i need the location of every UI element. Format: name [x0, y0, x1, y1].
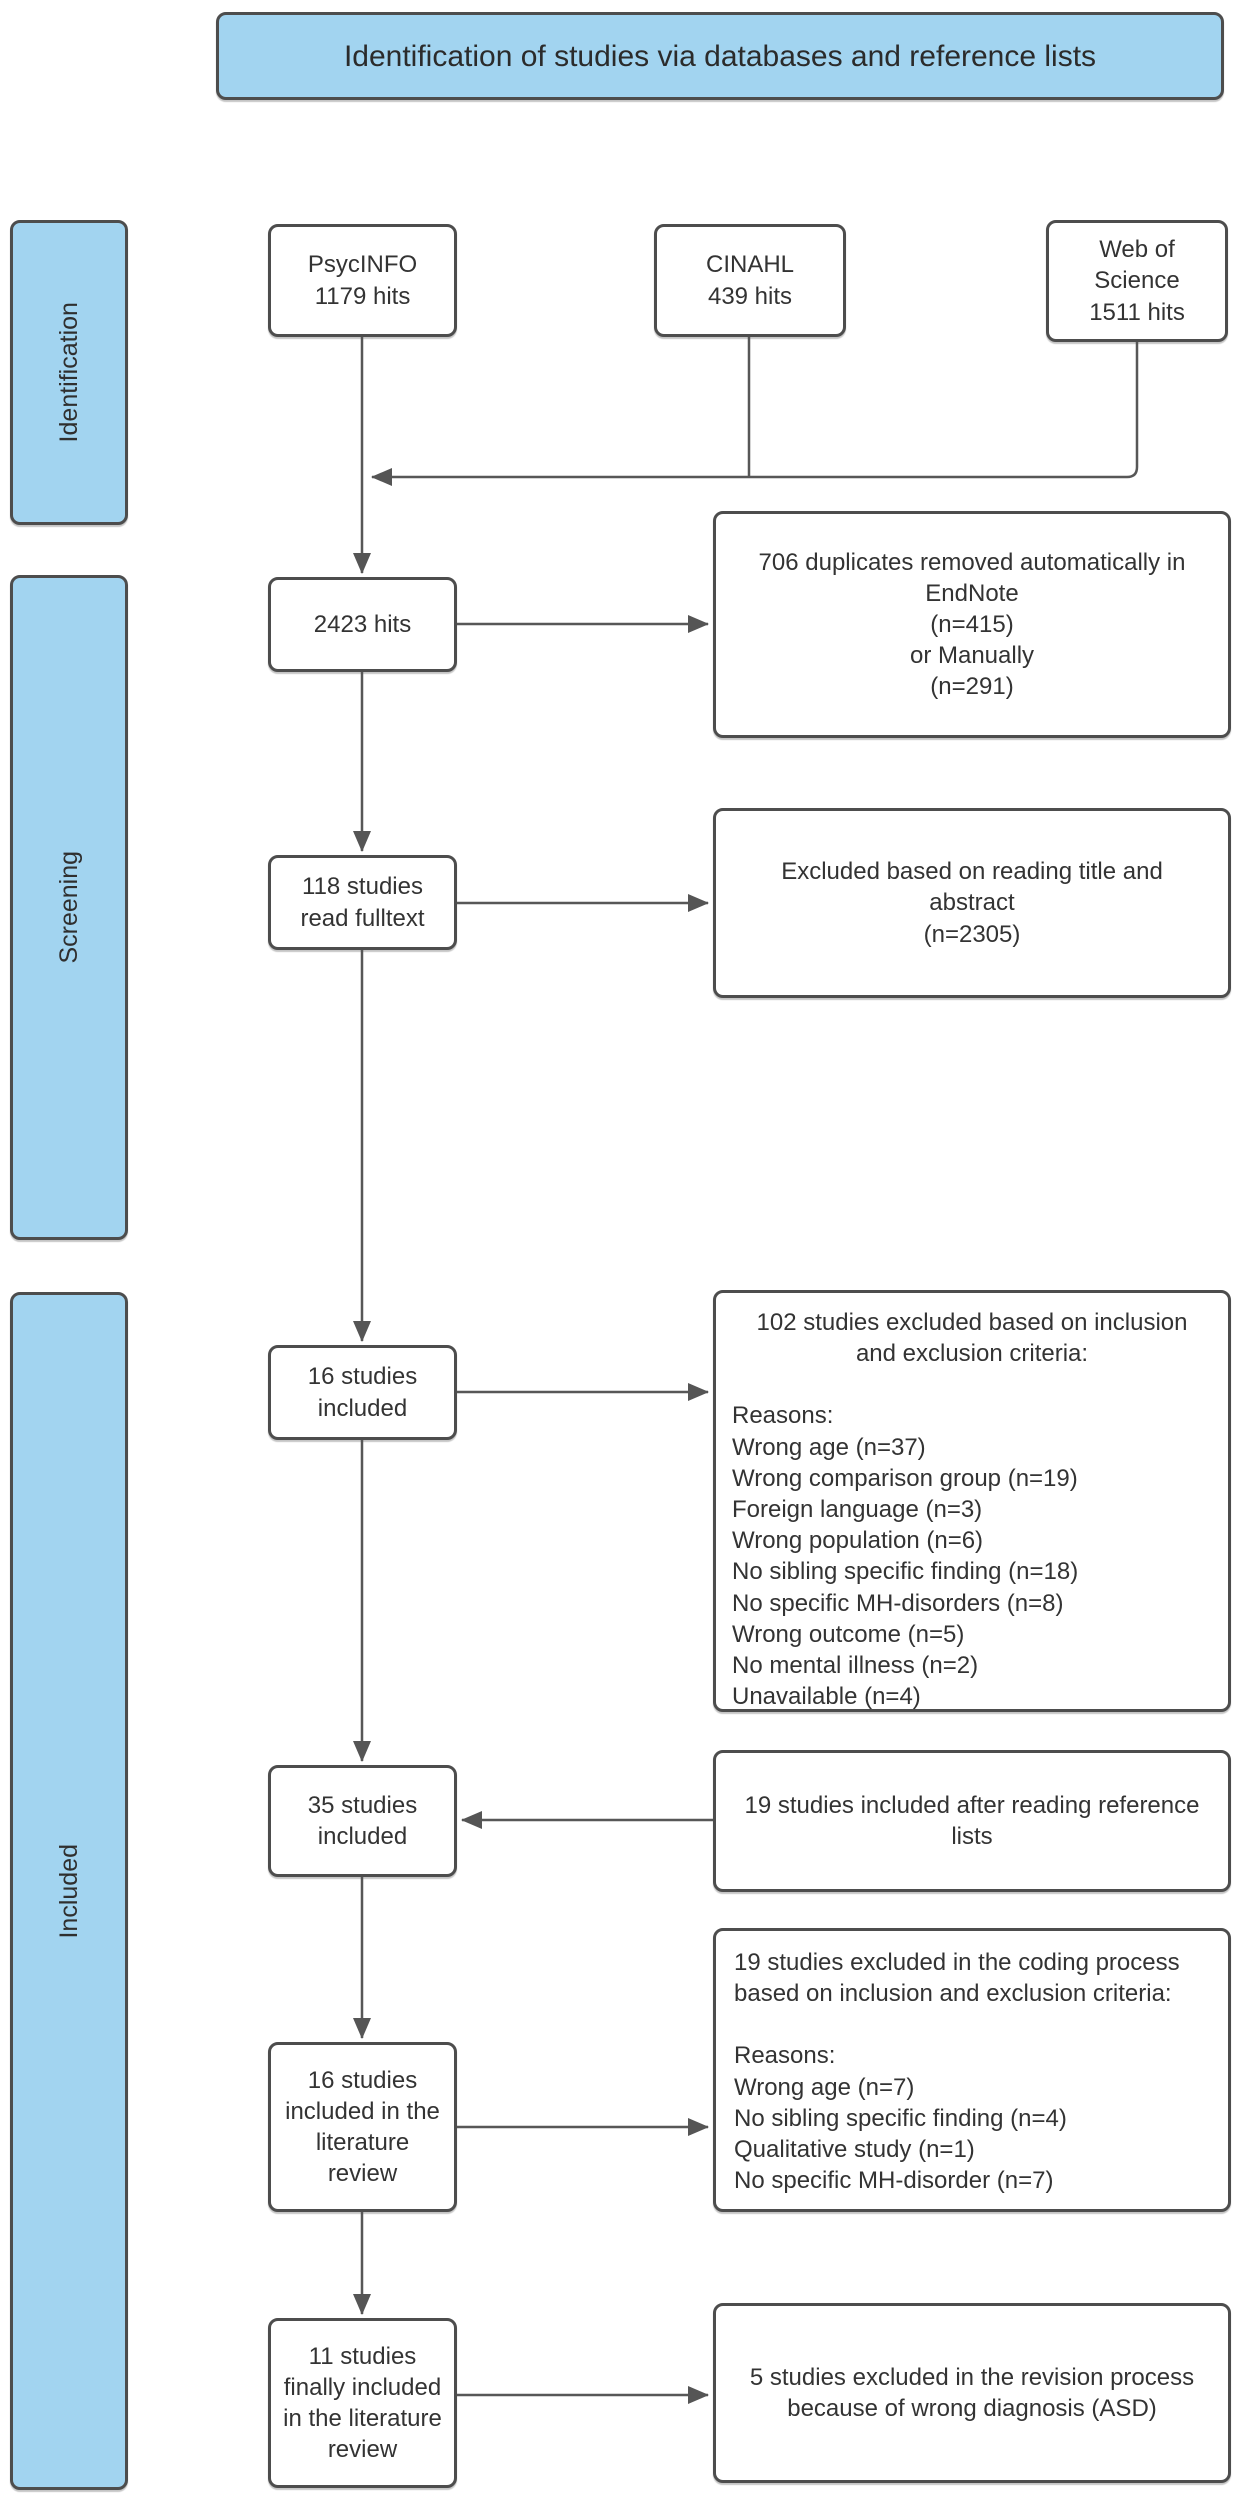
node-16-literature-review: 16 studies included in the literature re…: [268, 2042, 457, 2212]
node-cinahl: CINAHL 439 hits: [654, 224, 846, 337]
node-5-excluded-revision-text: 5 studies excluded in the revision proce…: [749, 2363, 1195, 2422]
node-16-included-text: 16 studies included: [307, 1363, 418, 1422]
stage-identification-label: Identification: [54, 302, 83, 443]
arrow-wos-merge-left: [371, 342, 1139, 486]
node-118-read-fulltext: 118 studies read fulltext: [268, 855, 457, 950]
node-19-excluded-coding-reasons: Reasons: Wrong age (n=7) No sibling spec…: [734, 2042, 1067, 2195]
diagram-title-text: Identification of studies via databases …: [343, 39, 1097, 73]
node-duplicates-removed: 706 duplicates removed automatically in …: [713, 511, 1231, 738]
node-excluded-title-abstract: Excluded based on reading title and abst…: [713, 808, 1231, 998]
node-11-finally-included-text: 11 studies finally included in the liter…: [283, 2342, 442, 2464]
node-102-excluded-heading: 102 studies excluded based on inclusion …: [756, 1309, 1188, 1368]
stage-included: Included: [10, 1292, 128, 2490]
node-102-excluded-reasons: Reasons: Wrong age (n=37) Wrong comparis…: [732, 1402, 1079, 1711]
node-16-literature-review-text: 16 studies included in the literature re…: [285, 2066, 440, 2188]
node-2423-hits-text: 2423 hits: [313, 610, 412, 638]
node-11-finally-included: 11 studies finally included in the liter…: [268, 2318, 457, 2488]
node-118-read-fulltext-text: 118 studies read fulltext: [300, 873, 425, 932]
node-35-included-text: 35 studies included: [307, 1791, 418, 1850]
stage-screening-label: Screening: [54, 851, 83, 964]
node-psycinfo: PsycINFO 1179 hits: [268, 224, 457, 337]
node-19-excluded-coding: 19 studies excluded in the coding proces…: [713, 1928, 1231, 2212]
node-19-after-references-text: 19 studies included after reading refere…: [744, 1791, 1200, 1850]
stage-included-label: Included: [54, 1843, 83, 1939]
node-16-included: 16 studies included: [268, 1345, 457, 1440]
node-psycinfo-text: PsycINFO 1179 hits: [307, 251, 418, 310]
diagram-title: Identification of studies via databases …: [216, 12, 1224, 100]
node-102-excluded: 102 studies excluded based on inclusion …: [713, 1290, 1231, 1712]
node-35-included: 35 studies included: [268, 1765, 457, 1877]
node-excluded-title-abstract-text: Excluded based on reading title and abst…: [781, 858, 1163, 948]
node-5-excluded-revision: 5 studies excluded in the revision proce…: [713, 2303, 1231, 2483]
node-19-after-references: 19 studies included after reading refere…: [713, 1750, 1231, 1892]
node-web-of-science: Web of Science 1511 hits: [1046, 220, 1228, 342]
stage-identification: Identification: [10, 220, 128, 525]
node-2423-hits: 2423 hits: [268, 577, 457, 672]
stage-screening: Screening: [10, 575, 128, 1240]
node-19-excluded-coding-heading: 19 studies excluded in the coding proces…: [734, 1949, 1180, 2008]
node-cinahl-text: CINAHL 439 hits: [705, 251, 795, 310]
node-web-of-science-text: Web of Science 1511 hits: [1089, 236, 1185, 326]
node-duplicates-removed-text: 706 duplicates removed automatically in …: [758, 548, 1186, 701]
